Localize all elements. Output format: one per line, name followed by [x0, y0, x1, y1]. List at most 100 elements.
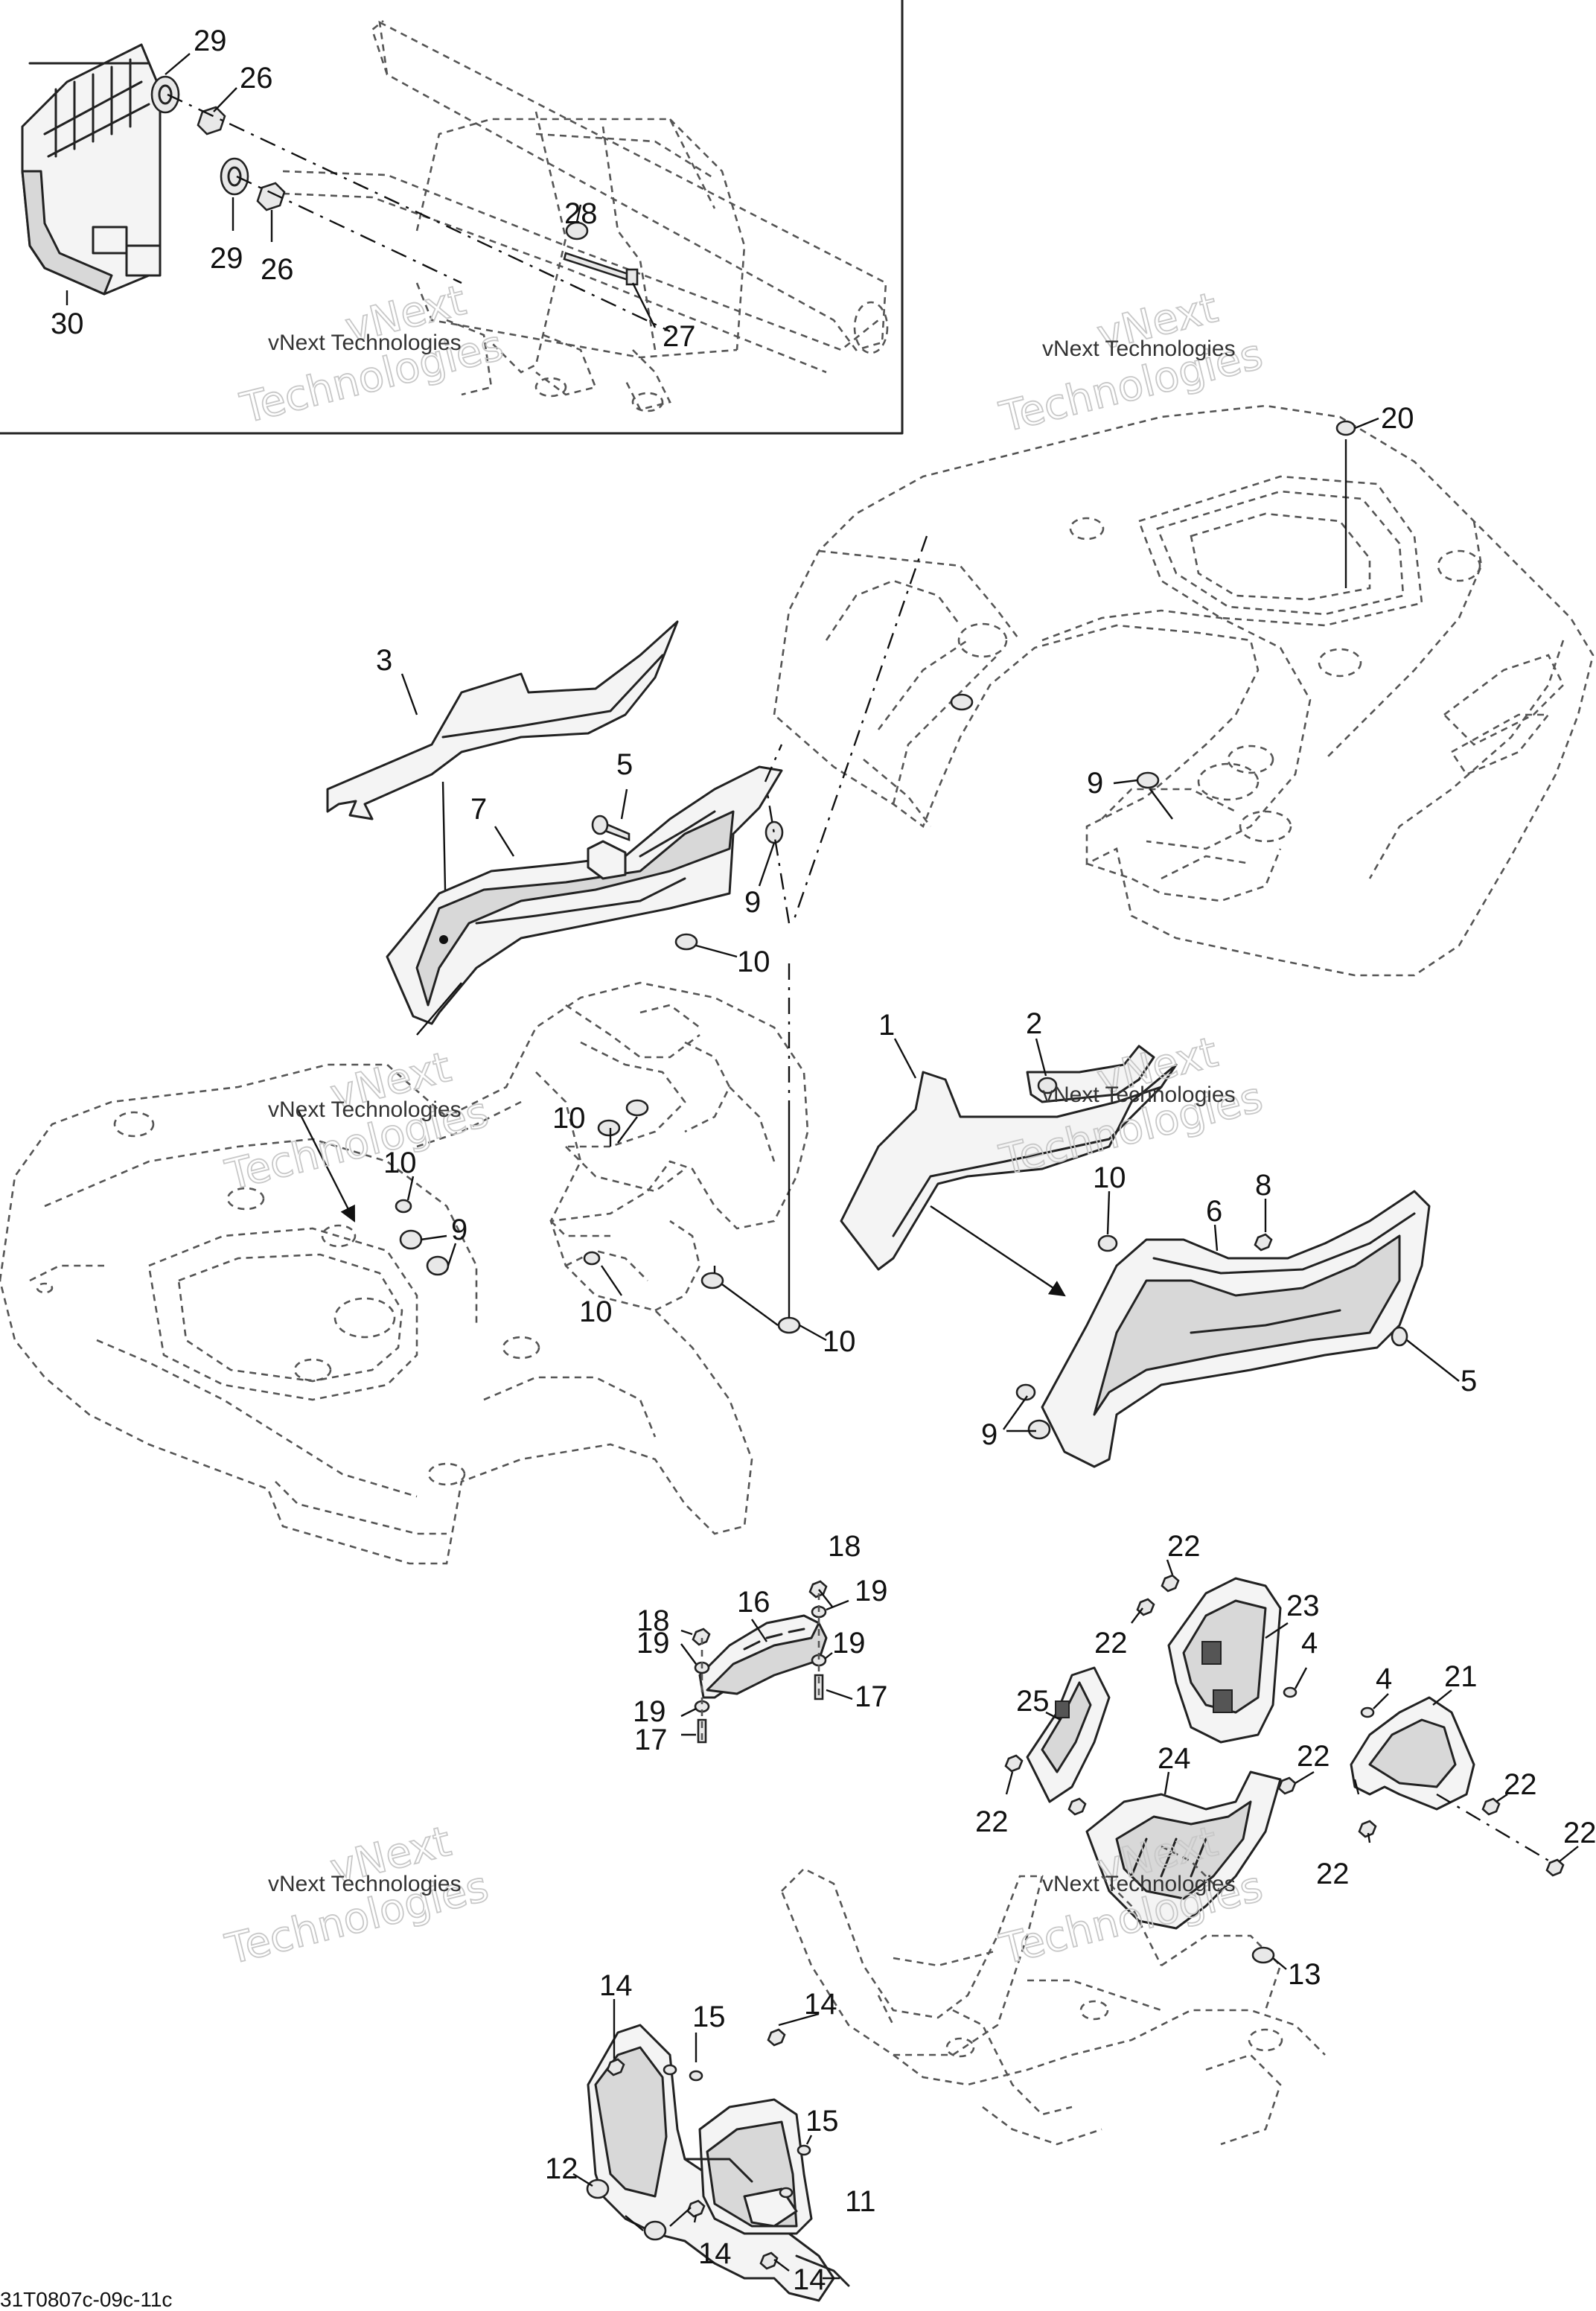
svg-text:vNext Technologies: vNext Technologies [268, 1872, 462, 1896]
grommet-9-right-a [1015, 1383, 1036, 1401]
callout-14-lower-b: 14 [793, 2263, 826, 2296]
fastener-22-guard-top [1161, 1574, 1180, 1593]
fastener-29-upper [150, 75, 180, 114]
callout-28: 28 [564, 197, 598, 230]
callout-20: 20 [1381, 402, 1414, 435]
callout-29-upper: 29 [194, 25, 227, 57]
front-frame [780, 1845, 1326, 2146]
callout-9-left-panel: 9 [744, 886, 761, 919]
callout-14-top: 14 [599, 1969, 633, 2002]
part-2-decal [1026, 1045, 1155, 1103]
grommet-10-front-c [625, 1099, 649, 1117]
grommet-10-front-d [583, 1251, 601, 1266]
bolt-18-left [692, 1628, 711, 1646]
fastener-15-left [663, 2064, 677, 2076]
callout-7: 7 [470, 793, 487, 826]
grommet-10-right [1097, 1234, 1118, 1252]
part-25-guard [1026, 1666, 1111, 1803]
callout-22-right-top: 22 [1297, 1740, 1330, 1773]
callout-3: 3 [376, 644, 392, 677]
fastener-5-right [1391, 1326, 1408, 1347]
callout-17-left: 17 [634, 1724, 668, 1756]
inset-box [0, 0, 904, 435]
svg-text:vNext Technologies: vNext Technologies [1042, 1083, 1236, 1107]
rear-rack [282, 19, 889, 412]
callout-10-left-panel: 10 [737, 946, 770, 978]
fastener-5-left [591, 815, 631, 841]
callout-24: 24 [1158, 1742, 1191, 1775]
callout-16: 16 [737, 1586, 770, 1619]
callout-10-front-b: 10 [552, 1102, 586, 1135]
fastener-26-lower [256, 182, 286, 211]
fastener-22-right-c [1545, 1858, 1565, 1877]
fastener-8 [1254, 1233, 1273, 1252]
callout-22-right-b: 22 [1316, 1858, 1350, 1890]
grommet-10-front-a [395, 1199, 412, 1214]
callout-10-front-c: 10 [579, 1295, 613, 1328]
fastener-4-right-guard [1360, 1706, 1375, 1718]
grommet-10-left-panel [674, 933, 698, 951]
inset-centerline [167, 93, 671, 333]
bolt-12-a [643, 2220, 667, 2241]
callout-18-right: 18 [828, 1530, 861, 1563]
part-7-left-panel [386, 765, 783, 1025]
front-fender [0, 981, 809, 1565]
callout-15-left: 15 [692, 2001, 726, 2033]
callout-14-lower-a: 14 [698, 2237, 732, 2270]
fastener-29-lower [220, 157, 249, 196]
part-23-guard [1167, 1577, 1282, 1744]
part-24-skid [1085, 1770, 1282, 1930]
callout-9-rear: 9 [1087, 767, 1103, 800]
callout-labels: 29 26 29 26 30 28 27 20 9 3 5 7 9 10 10 … [51, 25, 1596, 2296]
callout-30: 30 [51, 307, 84, 340]
callout-29-lower: 29 [210, 242, 243, 275]
callout-21: 21 [1444, 1660, 1478, 1693]
grommet-9-left-panel [765, 820, 784, 844]
bolt-27 [563, 252, 639, 286]
fastener-13 [1251, 1946, 1275, 1964]
watermark-1: Technologies vNext vNext Technologies [235, 275, 509, 434]
fastener-28 [565, 221, 589, 240]
callout-12: 12 [545, 2152, 578, 2185]
part-3-decal [326, 620, 679, 820]
callout-22-guard-top: 22 [1167, 1530, 1201, 1563]
part-21-guard [1350, 1696, 1475, 1811]
callout-10-right: 10 [1093, 1161, 1126, 1194]
part-30-cover [21, 43, 162, 296]
fastener-22-right-b [1358, 1820, 1377, 1838]
callout-22-right-a: 22 [1504, 1768, 1537, 1801]
grommet-9-front-b [426, 1255, 450, 1276]
svg-text:vNext Technologies: vNext Technologies [1042, 1872, 1236, 1896]
watermark-5: Technologies vNext vNext Technologies [220, 1817, 494, 1975]
grommet-10-front-e [700, 1272, 724, 1290]
grommet-9-right-b [1027, 1419, 1051, 1440]
bolt-17-right [814, 1674, 824, 1700]
rear-fender [773, 404, 1595, 977]
callout-9-right: 9 [981, 1418, 998, 1451]
watermark-2: Technologies vNext vNext Technologies [995, 283, 1268, 443]
callout-5-right: 5 [1461, 1365, 1477, 1397]
callout-19-right-a: 19 [855, 1575, 888, 1607]
callout-2: 2 [1026, 1007, 1042, 1040]
callout-14-mid: 14 [804, 1988, 837, 2021]
grommet-10-front-f [777, 1316, 801, 1334]
callout-6: 6 [1206, 1195, 1222, 1228]
svg-text:vNext Technologies: vNext Technologies [268, 331, 462, 355]
fastener-22-right-a [1481, 1797, 1501, 1816]
callout-15-right: 15 [805, 2105, 839, 2138]
callout-25: 25 [1016, 1685, 1050, 1718]
callout-18-left: 18 [636, 1604, 670, 1637]
fastener-22-left-guard [1004, 1754, 1024, 1773]
callout-22-right-c: 22 [1563, 1817, 1596, 1849]
watermark-4: Technologies vNext vNext Technologies [995, 1027, 1268, 1186]
callout-10-front-d: 10 [823, 1325, 856, 1358]
callout-19-right-b: 19 [832, 1627, 866, 1660]
callout-27: 27 [663, 320, 696, 353]
callout-23: 23 [1286, 1590, 1320, 1622]
grommet-9-rear [1136, 771, 1160, 789]
grommet-9-rear-left [950, 693, 974, 711]
callout-22-guard-left: 22 [1094, 1627, 1128, 1660]
grommet-10-front-b [597, 1119, 621, 1137]
svg-text:vNext Technologies: vNext Technologies [1042, 337, 1236, 361]
